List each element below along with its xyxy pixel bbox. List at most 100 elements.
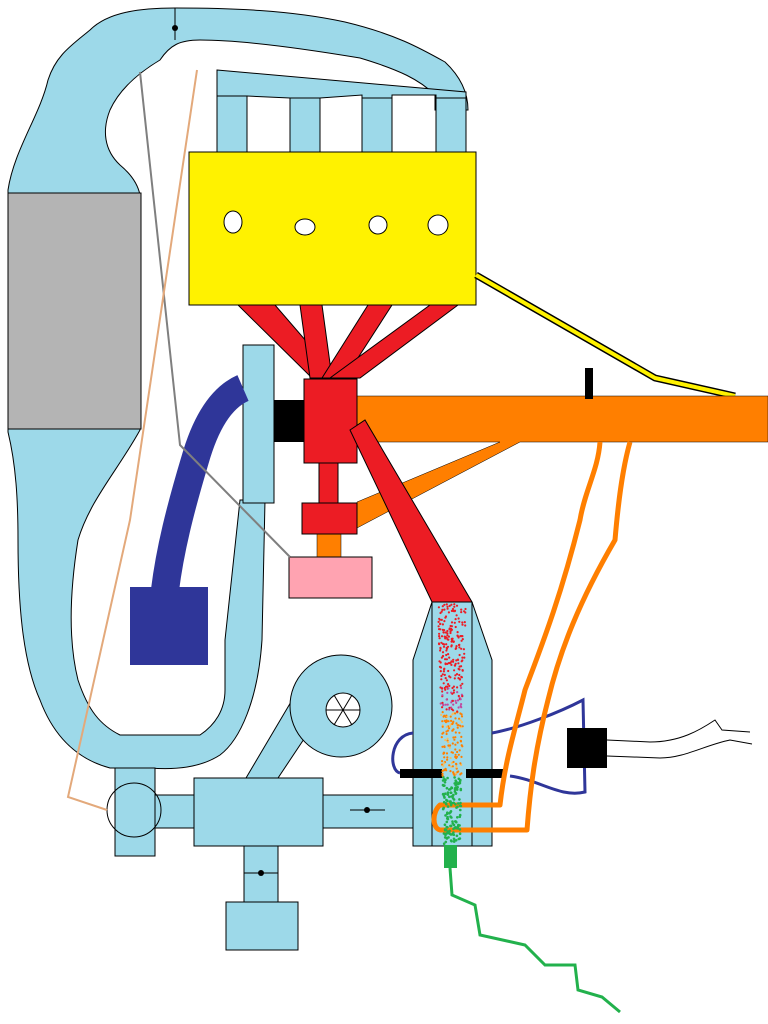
exhaust-downpipe xyxy=(349,419,473,603)
particle-dot xyxy=(450,719,453,723)
particle-dot xyxy=(443,603,446,606)
particle-dot xyxy=(443,784,446,787)
particle-dot xyxy=(441,687,444,690)
particle-dot xyxy=(458,653,461,657)
particle-dot xyxy=(446,629,449,633)
particle-dot xyxy=(448,684,451,688)
particle-dot xyxy=(449,631,452,635)
particle-dot xyxy=(442,703,445,706)
particle-dot xyxy=(447,653,450,656)
particle-dot xyxy=(453,669,456,672)
particle-dot xyxy=(442,643,445,646)
particle-dot xyxy=(442,670,445,673)
o2-sensor-bar-left xyxy=(400,769,442,778)
particle-dot xyxy=(461,725,464,728)
particle-dot xyxy=(449,770,452,773)
particle-dot xyxy=(444,637,447,640)
particle-dot xyxy=(461,656,464,659)
particle-dot xyxy=(441,769,444,772)
particle-dot xyxy=(447,611,450,614)
particle-dot xyxy=(461,695,464,698)
particle-dot xyxy=(438,643,441,646)
particle-dot xyxy=(460,755,463,759)
particle-dot xyxy=(445,698,448,701)
particle-dot xyxy=(446,737,449,740)
collector-actuator xyxy=(274,400,304,442)
particle-dot xyxy=(449,630,452,633)
particle-dot xyxy=(456,741,459,744)
particle-dot xyxy=(461,635,464,638)
particle-dot xyxy=(445,730,448,733)
particle-dot xyxy=(445,643,448,646)
particle-dot xyxy=(441,623,444,626)
particle-dot xyxy=(444,688,447,691)
particle-dot xyxy=(452,771,455,774)
particle-dot xyxy=(448,708,451,711)
coolant-riser xyxy=(242,344,275,504)
particle-dot xyxy=(453,677,456,680)
particle-dot xyxy=(445,812,449,815)
particle-dot xyxy=(450,816,453,819)
particle-dot xyxy=(460,715,464,718)
exhaust-particles xyxy=(437,603,467,845)
engine-port-1 xyxy=(216,95,248,155)
particle-dot xyxy=(439,628,442,631)
particle-dot xyxy=(457,617,460,620)
particle-dot xyxy=(459,808,462,812)
particle-dot xyxy=(444,677,447,680)
cylinder-3 xyxy=(368,215,388,235)
particle-dot xyxy=(452,685,455,688)
particle-dot xyxy=(446,703,449,706)
particle-dot xyxy=(459,773,462,776)
particle-dot xyxy=(443,667,446,670)
particle-dot xyxy=(443,673,446,677)
particle-dot xyxy=(439,686,442,689)
expansion-tank xyxy=(130,587,208,665)
particle-dot xyxy=(448,746,451,749)
particle-dot xyxy=(444,833,447,837)
particle-dot xyxy=(456,658,459,661)
particle-dot xyxy=(460,675,463,679)
particle-dot xyxy=(458,798,461,801)
particle-dot xyxy=(440,635,444,638)
particle-dot xyxy=(444,738,447,742)
particle-dot xyxy=(451,820,454,823)
particle-dot xyxy=(456,726,459,729)
particle-dot xyxy=(454,699,457,703)
particle-dot xyxy=(447,635,450,638)
particle-dot xyxy=(450,603,453,606)
particle-dot xyxy=(443,796,446,799)
particle-dot xyxy=(449,824,452,828)
particle-dot xyxy=(443,629,446,632)
particle-dot xyxy=(445,837,449,840)
particle-dot xyxy=(452,736,455,739)
particle-dot xyxy=(457,823,460,827)
particle-dot xyxy=(446,685,449,688)
particle-dot xyxy=(454,662,457,665)
particle-dot xyxy=(441,760,444,763)
green-sensor-lead xyxy=(448,867,621,1014)
particle-dot xyxy=(455,763,458,766)
particle-dot xyxy=(438,618,442,621)
particle-dot xyxy=(442,800,446,804)
particle-dot xyxy=(444,814,447,817)
particle-dot xyxy=(461,659,464,662)
particle-dot xyxy=(437,606,440,609)
particle-dot xyxy=(455,820,458,824)
particle-dot xyxy=(456,686,459,689)
particle-dot xyxy=(446,605,449,608)
particle-dot xyxy=(440,641,443,644)
particle-dot xyxy=(448,604,451,608)
particle-dot xyxy=(444,828,448,832)
particle-dot xyxy=(441,694,444,697)
particle-dot xyxy=(449,715,452,718)
cylinder-2 xyxy=(294,218,316,236)
particle-dot xyxy=(454,743,457,746)
particle-dot xyxy=(451,794,455,798)
engine-port-3 xyxy=(361,91,393,155)
cable-grey xyxy=(139,71,291,558)
particle-dot xyxy=(451,699,454,703)
particle-dot xyxy=(458,665,461,668)
particle-dot xyxy=(446,776,449,780)
particle-dot xyxy=(460,611,463,614)
